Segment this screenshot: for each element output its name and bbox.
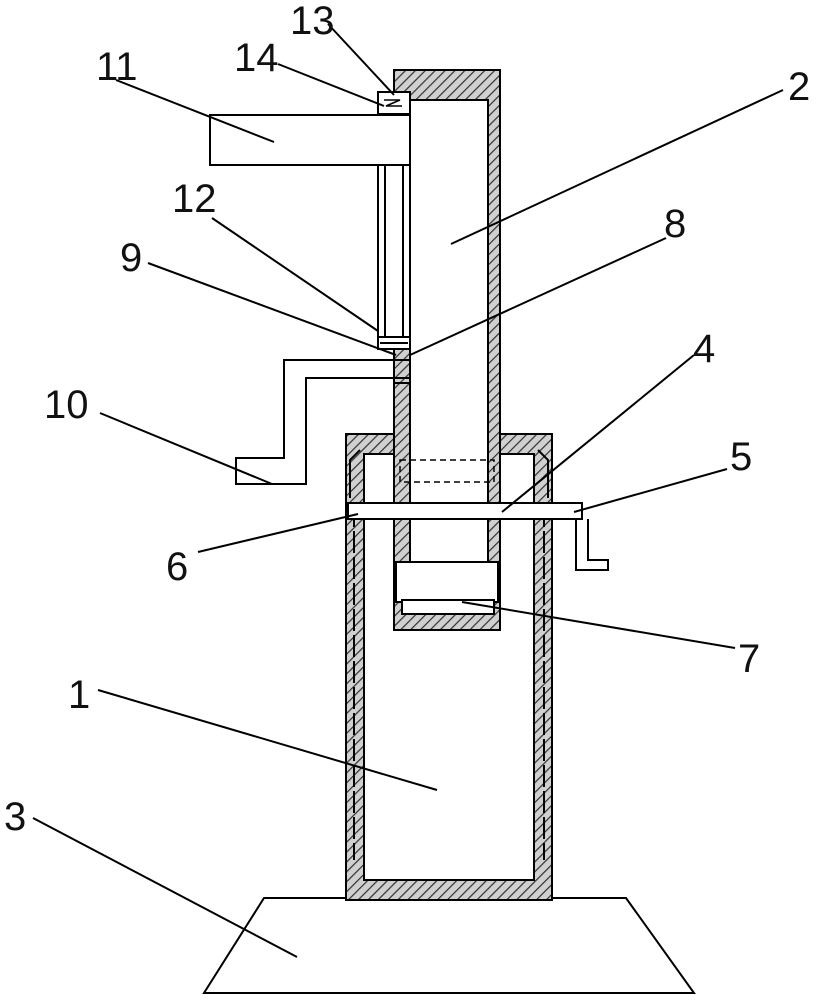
hand-crank-left [235,359,410,485]
callout-label-6: 6 [166,545,188,589]
callout-label-13: 13 [290,0,335,43]
callout-label-1: 1 [68,673,90,717]
callout-label-11: 11 [96,45,138,89]
callout-label-14: 14 [234,36,279,80]
base-plate [202,897,696,994]
callout-leaders [32,23,784,958]
locking-pin [347,502,609,571]
callout-label-5: 5 [730,435,752,479]
callout-label-3: 3 [4,795,26,839]
callout-label-8: 8 [664,202,686,246]
callout-label-4: 4 [693,327,715,371]
callout-label-10: 10 [44,383,89,427]
callout-label-7: 7 [738,637,760,681]
callout-label-12: 12 [172,177,217,221]
bracket-assembly [209,91,411,384]
callout-label-9: 9 [120,236,142,280]
callout-labels: 1 2 3 4 5 6 7 8 9 10 11 12 13 14 [4,0,810,839]
callout-label-2: 2 [788,65,810,109]
